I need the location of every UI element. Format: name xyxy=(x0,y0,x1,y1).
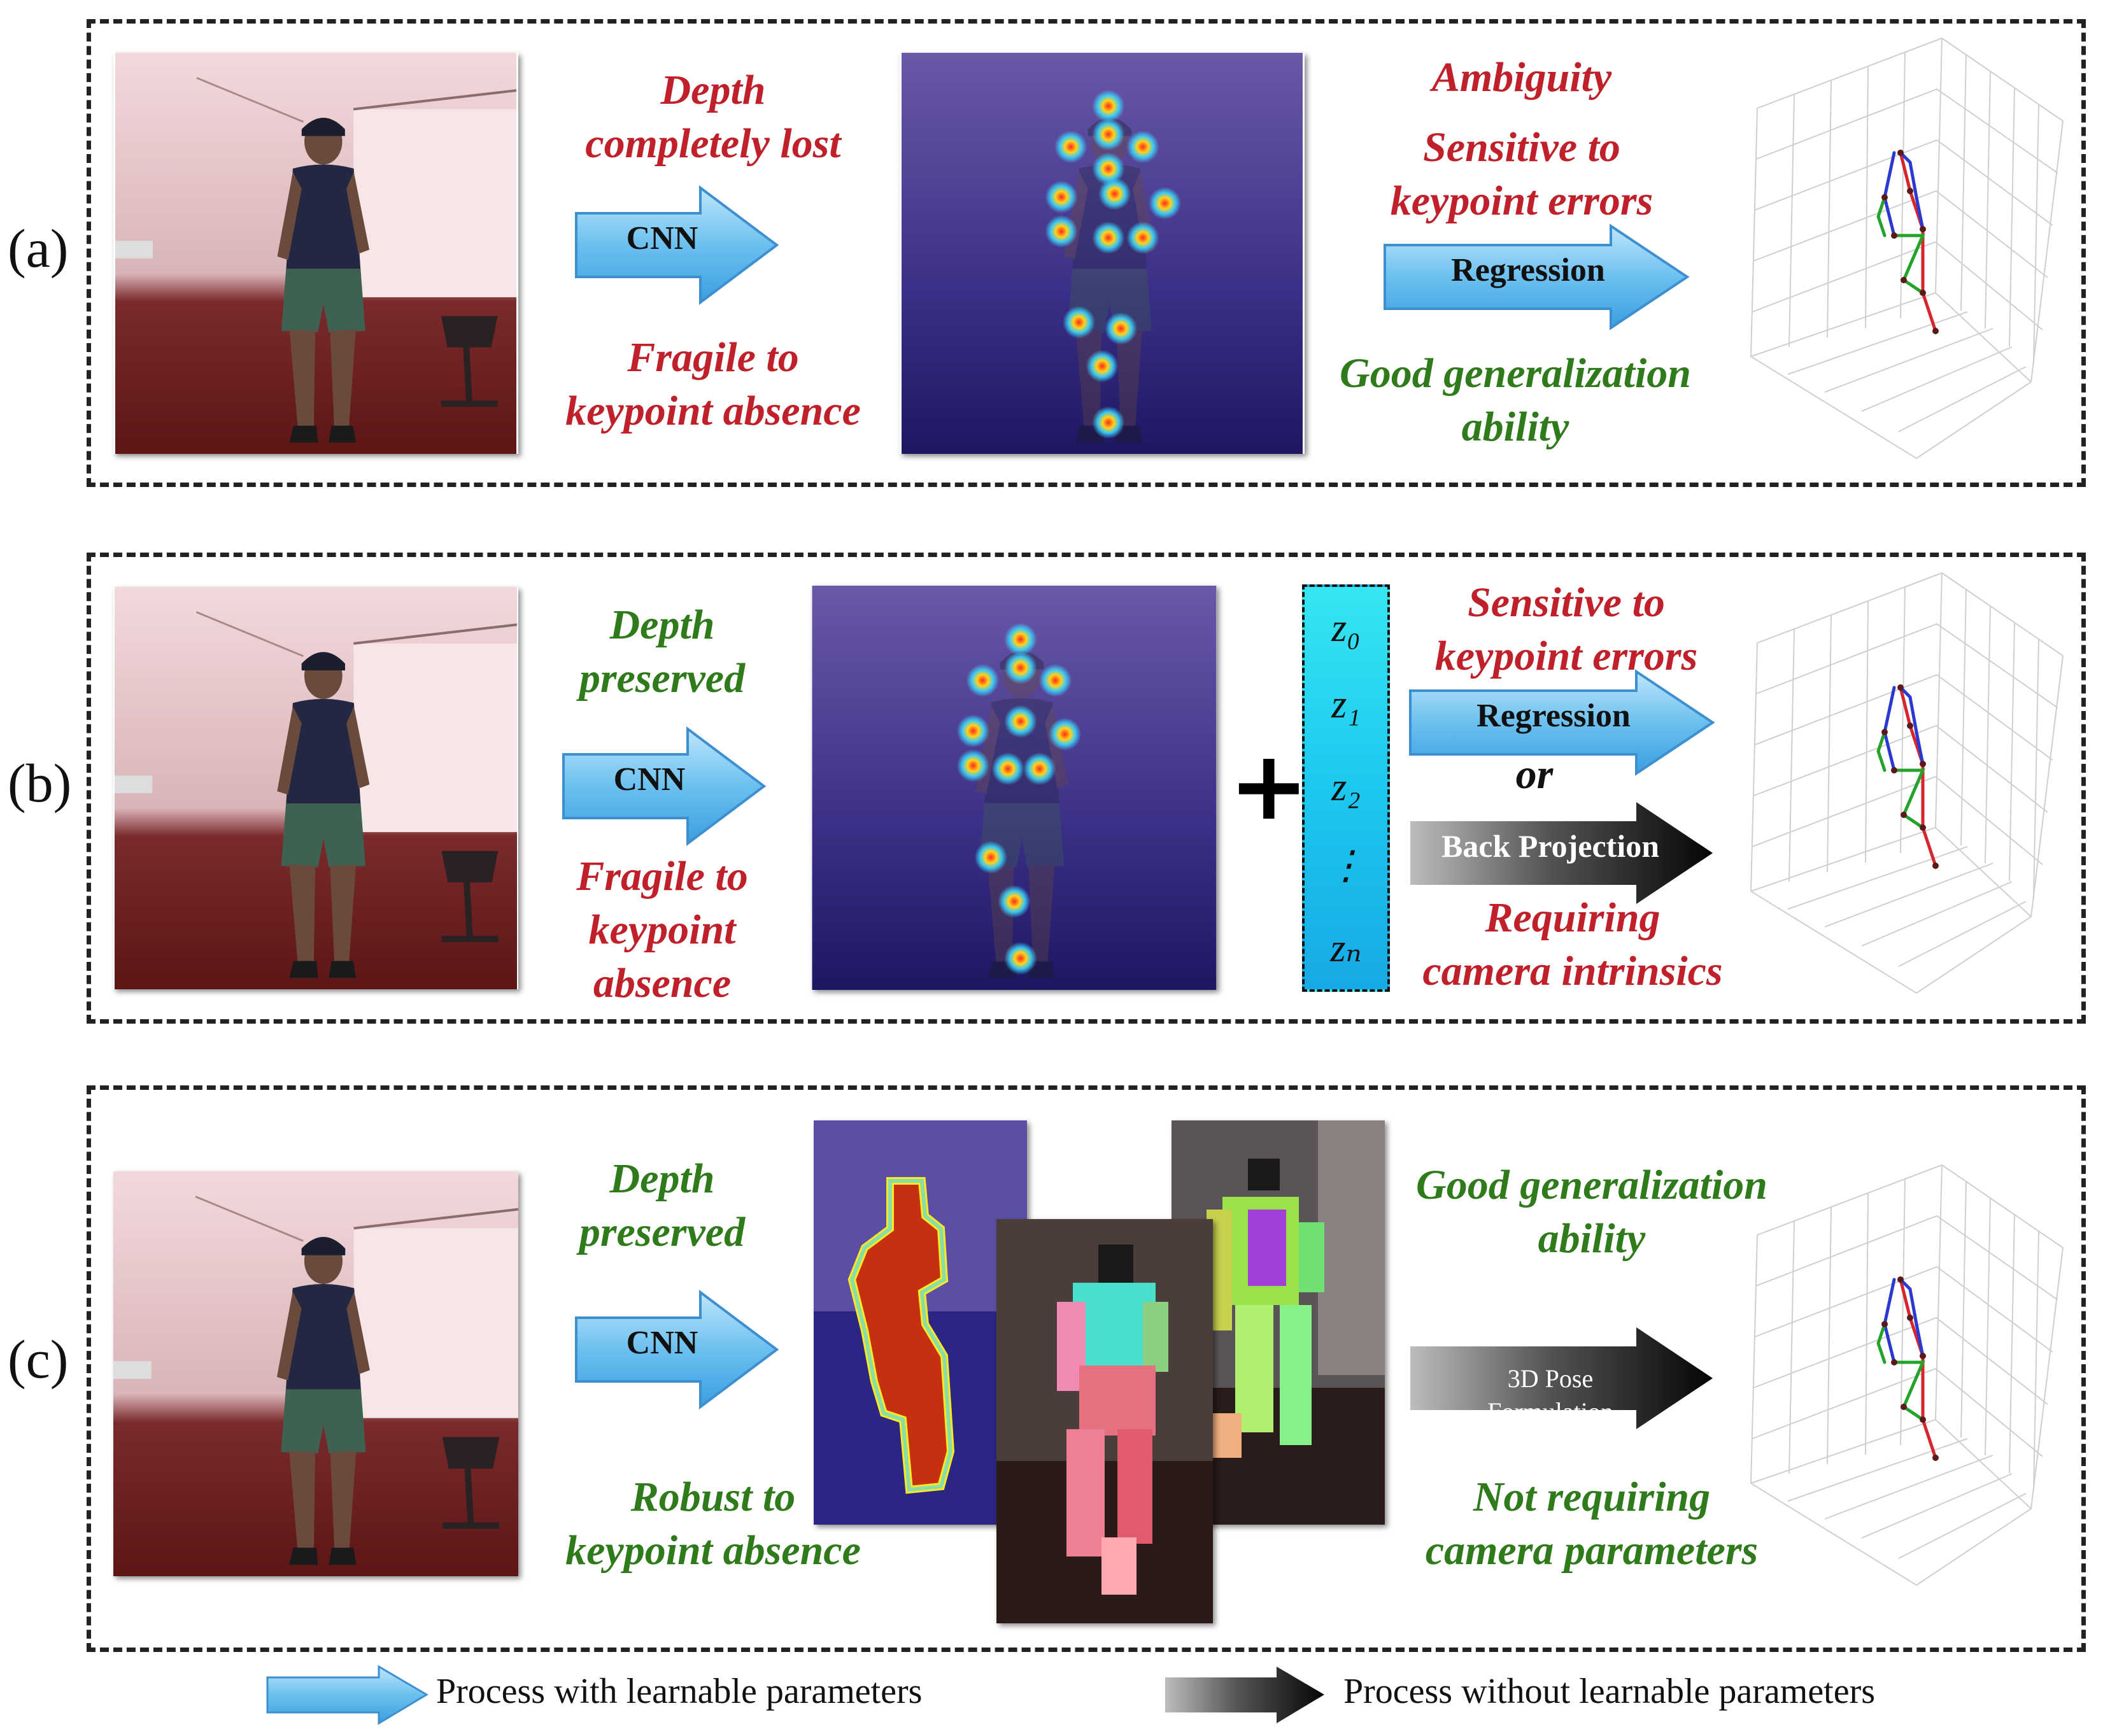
heatmap-b xyxy=(812,586,1217,990)
legend-fixed-arrow xyxy=(1162,1665,1328,1725)
panel-b xyxy=(87,553,2086,1024)
regression-label-b: Regression xyxy=(1476,698,1631,734)
note-ambiguity: Ambiguity xyxy=(1431,54,1612,101)
input-photo-a xyxy=(113,53,518,454)
part-affinity-map-1 xyxy=(996,1219,1213,1623)
legend-learnable-arrow xyxy=(264,1665,430,1725)
regression-label-a: Regression xyxy=(1451,252,1605,288)
or-text: or xyxy=(1515,751,1554,798)
z-n: zₙ xyxy=(1330,927,1362,970)
panel-c xyxy=(87,1085,2086,1652)
cnn-label-c: CNN xyxy=(626,1325,698,1361)
regression-arrow-b xyxy=(1407,668,1719,777)
pose-plot-c xyxy=(1732,1152,2076,1598)
z-dots: ⋮ xyxy=(1326,844,1366,887)
part-heatmap xyxy=(814,1120,1027,1525)
legend-fixed-text: Process without learnable parameters xyxy=(1343,1672,1876,1711)
pose-plot-a xyxy=(1732,25,2076,471)
cnn-arrow-c xyxy=(573,1289,783,1410)
depth-vector: z₀ z₁ z₂ ⋮ zₙ xyxy=(1302,584,1390,992)
panel-a xyxy=(87,19,2086,487)
back-projection-label: Back Projection xyxy=(1441,828,1660,864)
panel-label-a: (a) xyxy=(8,218,69,279)
cnn-arrow-a xyxy=(573,185,783,306)
regression-arrow-a xyxy=(1382,223,1694,331)
input-photo-c xyxy=(113,1171,518,1576)
input-photo-b xyxy=(113,587,518,989)
z-1: z₁ xyxy=(1331,683,1361,726)
z-0: z₀ xyxy=(1331,607,1361,650)
cnn-arrow-b xyxy=(560,726,770,847)
z-2: z₂ xyxy=(1331,766,1361,809)
cnn-label-b: CNN xyxy=(613,761,686,798)
legend-learnable-text: Process with learnable parameters xyxy=(436,1672,923,1711)
back-projection-arrow xyxy=(1407,799,1719,907)
pose-formulation-arrow xyxy=(1407,1324,1719,1432)
plus-sign: + xyxy=(1229,731,1309,842)
panel-label-c: (c) xyxy=(8,1329,69,1390)
cnn-label-a: CNN xyxy=(626,220,698,257)
heatmap-a xyxy=(900,53,1305,454)
panel-label-b: (b) xyxy=(8,752,72,814)
pose-plot-b xyxy=(1732,560,2076,1006)
